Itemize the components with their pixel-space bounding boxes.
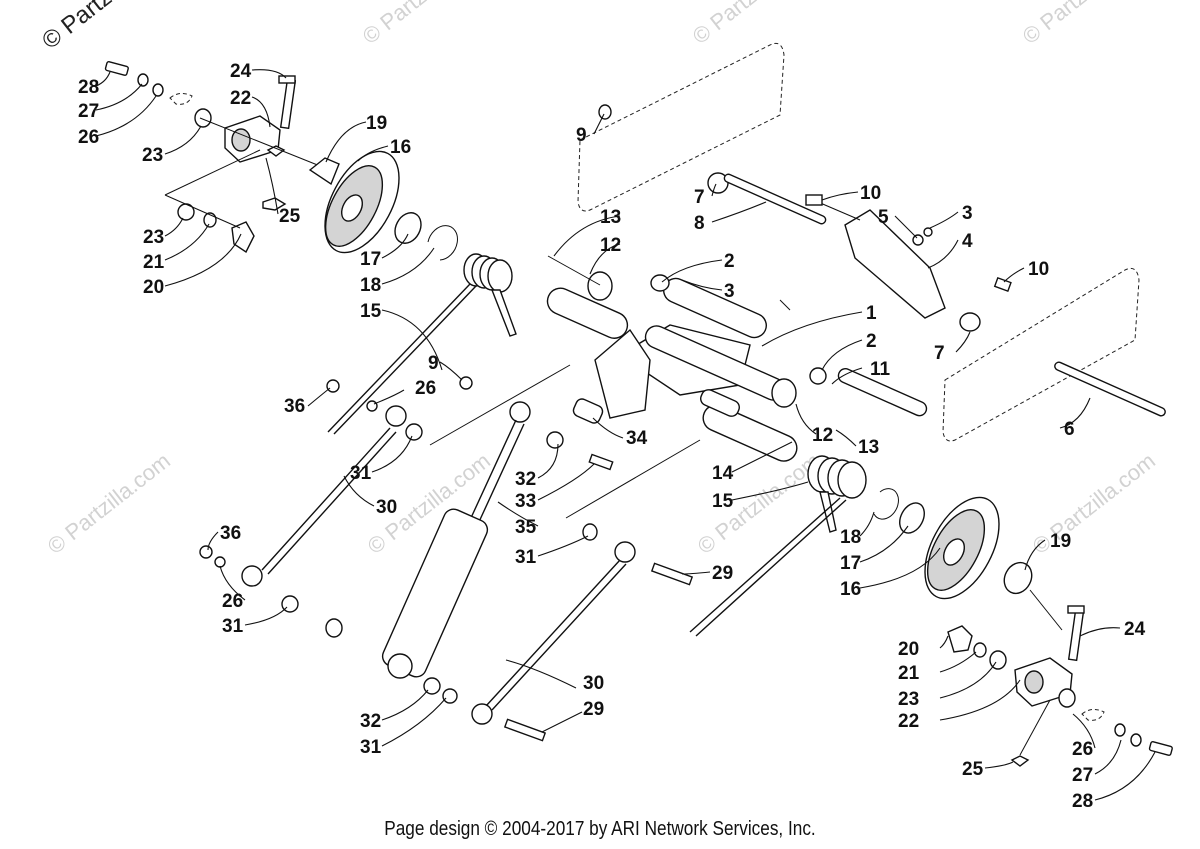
lower-right-wheel (899, 496, 1033, 600)
callout: 16 (840, 579, 861, 600)
callout: 31 (360, 737, 382, 758)
callout: 33 (515, 491, 536, 512)
upper-left-assembly (104, 61, 331, 254)
callout: 36 (284, 396, 305, 417)
callout: 31 (515, 547, 537, 568)
callout: 1 (866, 303, 877, 324)
callout: 20 (143, 277, 164, 298)
callout: 6 (1064, 419, 1075, 440)
parts-drawing (104, 42, 1173, 767)
callout: 7 (694, 187, 705, 208)
watermark: © Partzilla.com (358, 0, 490, 49)
watermark: © Partzilla.com (688, 0, 820, 49)
callout: 31 (350, 463, 372, 484)
callout: 26 (1072, 739, 1093, 760)
lower-right-assembly (947, 589, 1173, 767)
callout: 10 (1028, 259, 1049, 280)
callout: 15 (712, 491, 734, 512)
callout: 23 (142, 145, 163, 166)
callout: 4 (962, 231, 973, 252)
left-torsion-spring (327, 253, 517, 435)
callout: 30 (583, 673, 604, 694)
callout: 24 (230, 61, 252, 82)
callout: 20 (898, 639, 919, 660)
callout: 3 (724, 281, 735, 302)
callout: 22 (898, 711, 919, 732)
leader-lines (95, 69, 1156, 801)
callout: 22 (230, 88, 251, 109)
callout: 28 (78, 77, 99, 98)
callout: 8 (694, 213, 705, 234)
callout: 10 (860, 183, 881, 204)
callout: 32 (360, 711, 381, 732)
callout: 18 (840, 527, 861, 548)
watermark: © Partzilla.com (43, 448, 175, 559)
callout: 9 (428, 353, 439, 374)
callout: 27 (78, 101, 99, 122)
callout: 19 (366, 113, 387, 134)
callout: 27 (1072, 765, 1093, 786)
callout: 13 (858, 437, 879, 458)
callout: 23 (143, 227, 164, 248)
callout: 28 (1072, 791, 1093, 812)
callout: 24 (1124, 619, 1146, 640)
callout: 26 (415, 378, 436, 399)
callouts: 28 27 26 23 24 22 25 23 21 20 19 16 17 1… (78, 61, 1146, 812)
callout: 21 (898, 663, 920, 684)
center-axle-assembly (546, 255, 928, 462)
shock-absorber (381, 401, 614, 704)
callout: 13 (600, 207, 621, 228)
shock-mount-bracket (805, 194, 1012, 319)
callout: 21 (143, 252, 165, 273)
callout: 35 (515, 517, 537, 538)
callout: 31 (222, 616, 244, 637)
upper-left-wheel (308, 150, 458, 261)
callout: 34 (626, 428, 648, 449)
callout: 17 (840, 553, 861, 574)
right-slide-rails (577, 42, 1166, 442)
callout: 9 (576, 125, 587, 146)
callout: 32 (515, 469, 536, 490)
callout: 3 (962, 203, 973, 224)
callout: 25 (962, 759, 984, 780)
callout: 30 (376, 497, 397, 518)
callout: 12 (812, 425, 833, 446)
callout: 11 (870, 359, 891, 380)
callout: 29 (583, 699, 604, 720)
callout: 19 (1050, 531, 1071, 552)
callout: 18 (360, 275, 381, 296)
callout: 16 (390, 137, 411, 158)
callout: 26 (78, 127, 99, 148)
watermark-corner: © Partz (37, 0, 117, 55)
callout: 7 (934, 343, 945, 364)
callout: 2 (866, 331, 877, 352)
callout: 23 (898, 689, 919, 710)
watermark: © Partzilla.com (1018, 0, 1150, 49)
callout: 25 (279, 206, 301, 227)
lower-linkage-rod (429, 364, 701, 742)
callout: 2 (724, 251, 735, 272)
callout: 12 (600, 235, 621, 256)
callout: 17 (360, 249, 381, 270)
callout: 29 (712, 563, 733, 584)
watermark: © Partzilla.com (1028, 448, 1160, 559)
callout: 36 (220, 523, 241, 544)
callout: 26 (222, 591, 243, 612)
callout: 5 (878, 207, 889, 228)
callout: 15 (360, 301, 382, 322)
copyright-footer: Page design © 2004-2017 by ARI Network S… (384, 818, 816, 840)
callout: 14 (712, 463, 734, 484)
right-torsion-spring (689, 455, 899, 637)
